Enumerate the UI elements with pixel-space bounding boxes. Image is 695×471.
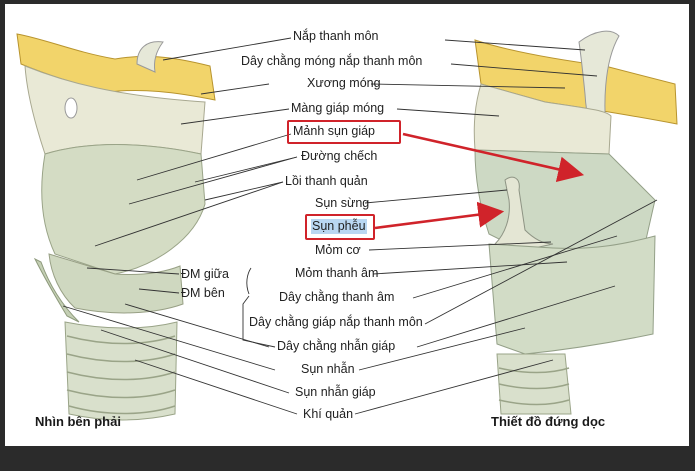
label-sun-nhan-giap: Sụn nhẫn giáp bbox=[295, 385, 376, 399]
label-nap-thanh-mon: Nắp thanh môn bbox=[293, 29, 379, 43]
anatomy-figure: Nắp thanh môn Dây chằng móng nắp thanh m… bbox=[5, 4, 689, 446]
label-dm-ben: ĐM bên bbox=[181, 286, 225, 300]
caption-right-view: Thiết đồ đứng dọc bbox=[491, 414, 606, 429]
left-thyrohyoid-foramen bbox=[64, 97, 78, 119]
label-day-chang-nhan-giap: Dây chằng nhẫn giáp bbox=[277, 339, 396, 353]
left-epiglottis-tip bbox=[136, 41, 164, 73]
highlight-box-sun-pheu bbox=[305, 214, 375, 240]
illustration bbox=[16, 30, 678, 421]
label-loi-thanh-quan: Lồi thanh quản bbox=[285, 174, 368, 188]
left-thyroid-cartilage bbox=[41, 144, 206, 275]
label-mom-thanh-am: Mỏm thanh âm bbox=[295, 266, 379, 280]
right-trachea bbox=[496, 353, 572, 415]
label-sun-nhan: Sụn nhẫn bbox=[301, 362, 355, 376]
arrow-manh-sun-giap bbox=[402, 132, 585, 183]
label-sun-sung: Sụn sừng bbox=[315, 196, 370, 210]
label-duong-cheo: Đường chếch bbox=[301, 149, 378, 163]
left-cricoid-cartilage bbox=[33, 257, 80, 323]
label-mom-co: Mỏm cơ bbox=[315, 243, 361, 257]
right-thyrohyoid-membrane bbox=[473, 83, 612, 155]
caption-left-view: Nhìn bên phải bbox=[35, 414, 121, 429]
highlight-box-manh-sun-giap bbox=[287, 120, 401, 144]
right-larynx-drawing bbox=[473, 30, 678, 415]
label-manh-sun-giap: Mảnh sụn giáp bbox=[293, 124, 376, 138]
label-dm-giua: ĐM giữa bbox=[181, 267, 229, 281]
label-sun-pheu: Sụn phễu bbox=[311, 219, 367, 234]
label-khi-quan: Khí quản bbox=[303, 407, 354, 421]
leader-lines bbox=[62, 37, 658, 415]
left-larynx-drawing bbox=[16, 33, 216, 421]
right-cricoid-section bbox=[488, 235, 656, 355]
label-day-chang-mong-nap: Dây chằng móng nắp thanh môn bbox=[241, 54, 423, 68]
arrow-sun-pheu bbox=[374, 201, 505, 230]
label-day-chang-thanh-am: Dây chằng thanh âm bbox=[279, 290, 395, 304]
label-mang-giap-mong: Màng giáp móng bbox=[291, 101, 385, 115]
left-cricothyroid-region bbox=[48, 253, 184, 314]
label-xuong-mong: Xương móng bbox=[307, 76, 381, 90]
label-day-chang-giap-nap: Dây chằng giáp nắp thanh môn bbox=[249, 315, 423, 329]
